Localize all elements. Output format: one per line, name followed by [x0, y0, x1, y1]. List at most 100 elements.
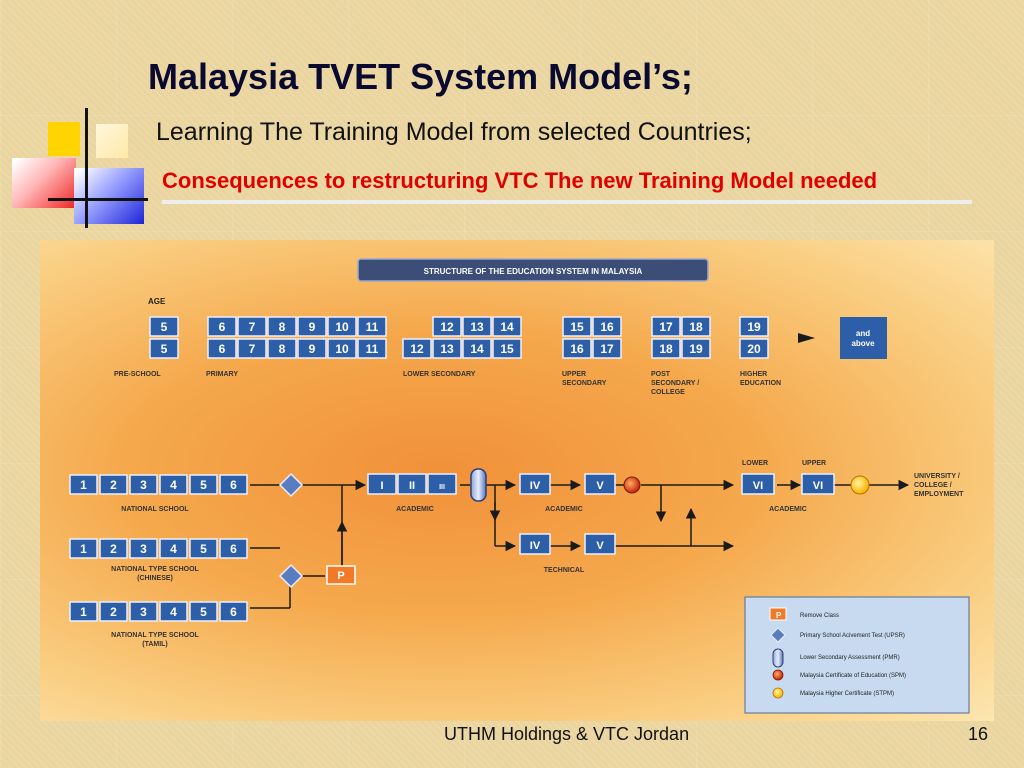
age-box: 10 [327, 338, 357, 359]
remove-class-label: P [337, 570, 344, 582]
form-label-5-technical: V [596, 540, 604, 552]
spm-circle-icon [772, 669, 784, 681]
grade-box-label: 2 [110, 478, 117, 492]
grade-box: 3 [129, 474, 158, 495]
age-box-bg [357, 316, 387, 337]
grade-box: 3 [129, 538, 158, 559]
form-label-6-upper: VI [813, 480, 823, 492]
age-box-label: 17 [659, 320, 673, 334]
grade-box-label: 2 [110, 605, 117, 619]
grade-box-label: 5 [200, 478, 207, 492]
age-box: 18 [681, 316, 711, 337]
form-box-5-technical [584, 533, 616, 555]
and-above-line2: above [851, 339, 875, 348]
age-box-label: 11 [366, 320, 379, 334]
grade-box: 4 [159, 601, 188, 622]
age-box-bg [492, 338, 522, 359]
age-box: 7 [237, 316, 267, 337]
age-box-label: 19 [747, 320, 761, 334]
age-box: 13 [462, 316, 492, 337]
age-box-label: 13 [470, 320, 484, 334]
destination-line2: COLLEGE / [914, 482, 952, 489]
label-tamil-school-1: NATIONAL TYPE SCHOOL [111, 632, 199, 639]
age-box-label: 15 [500, 342, 514, 356]
grade-box-label: 6 [230, 605, 237, 619]
age-box: 5 [149, 338, 179, 359]
age-box: 9 [297, 338, 327, 359]
grade-box-label: 4 [170, 478, 177, 492]
grade-box-bg [69, 474, 98, 495]
legend-icon-p: P [776, 611, 782, 620]
age-box: 16 [562, 338, 592, 359]
age-box-bg [562, 316, 592, 337]
grade-box: 5 [189, 474, 218, 495]
age-box-label: 15 [570, 320, 584, 334]
grade-box-label: 5 [200, 542, 207, 556]
banner-text: STRUCTURE OF THE EDUCATION SYSTEM IN MAL… [424, 267, 643, 276]
label-academic-upper: ACADEMIC [545, 506, 583, 513]
age-box-label: 9 [309, 342, 316, 356]
grade-box-label: 3 [140, 478, 147, 492]
age-box-bg [297, 338, 327, 359]
age-box-bg [297, 316, 327, 337]
age-box-label: 6 [219, 320, 226, 334]
upsr-diamond-icon [278, 563, 304, 589]
spm-circle-icon [623, 476, 641, 494]
age-box-bg [462, 316, 492, 337]
slide-highlight: Consequences to restructuring VTC The ne… [162, 168, 878, 193]
remove-class-box [326, 565, 356, 585]
age-box-bg [327, 316, 357, 337]
form-box-6-upper [801, 473, 835, 495]
grade-box-label: 4 [170, 542, 177, 556]
grade-box-bg [129, 474, 158, 495]
age-box-label: 9 [309, 320, 316, 334]
age-box-label: 14 [500, 320, 514, 334]
diagram-svg: STRUCTURE OF THE EDUCATION SYSTEM IN MAL… [69, 258, 970, 714]
form-label-5-academic: V [596, 480, 604, 492]
form-box-1 [367, 473, 397, 495]
grade-box-bg [189, 474, 218, 495]
age-box: 11 [357, 316, 387, 337]
grade-box: 1 [69, 601, 98, 622]
grade-box: 4 [159, 538, 188, 559]
label-lower: LOWER [742, 460, 768, 467]
grade-box: 3 [129, 601, 158, 622]
grade-box: 6 [219, 474, 248, 495]
age-box-label: 18 [689, 320, 703, 334]
age-box-bg [207, 338, 237, 359]
grade-box-label: 2 [110, 542, 117, 556]
age-box-label: 10 [335, 342, 349, 356]
grade-box-bg [129, 601, 158, 622]
age-box: 14 [462, 338, 492, 359]
age-box-label: 20 [747, 342, 761, 356]
age-box-bg [237, 316, 267, 337]
legend-label-stpm: Malaysia Higher Certificate (STPM) [800, 691, 894, 697]
label-tamil-school-2: (TAMIL) [142, 641, 168, 648]
label-chinese-school-2: (CHINESE) [137, 575, 173, 582]
label-upper: UPPER [802, 460, 826, 467]
grade-box-bg [159, 474, 188, 495]
stage-label-upper-secondary-1: UPPER [562, 371, 586, 378]
stage-label-preschool: PRE-SCHOOL [114, 371, 161, 378]
legend-label-remove-class: Remove Class [800, 613, 839, 619]
form-box-4-academic [519, 473, 551, 495]
age-box: 14 [492, 316, 522, 337]
age-box-label: 11 [366, 342, 379, 356]
age-box: 5 [149, 316, 179, 337]
grade-box-bg [99, 474, 128, 495]
age-box-bg [739, 316, 769, 337]
page-number: 16 [968, 724, 989, 744]
age-box: 19 [681, 338, 711, 359]
age-box-bg [492, 316, 522, 337]
age-box: 6 [207, 316, 237, 337]
age-box-bg [681, 316, 711, 337]
age-box-label: 5 [161, 320, 168, 334]
flow-lines [250, 479, 910, 609]
decor-cream-square [96, 124, 128, 158]
grade-box-bg [159, 601, 188, 622]
age-box: 9 [297, 316, 327, 337]
age-box: 19 [739, 316, 769, 337]
age-box: 17 [651, 316, 681, 337]
age-box-label: 10 [335, 320, 349, 334]
